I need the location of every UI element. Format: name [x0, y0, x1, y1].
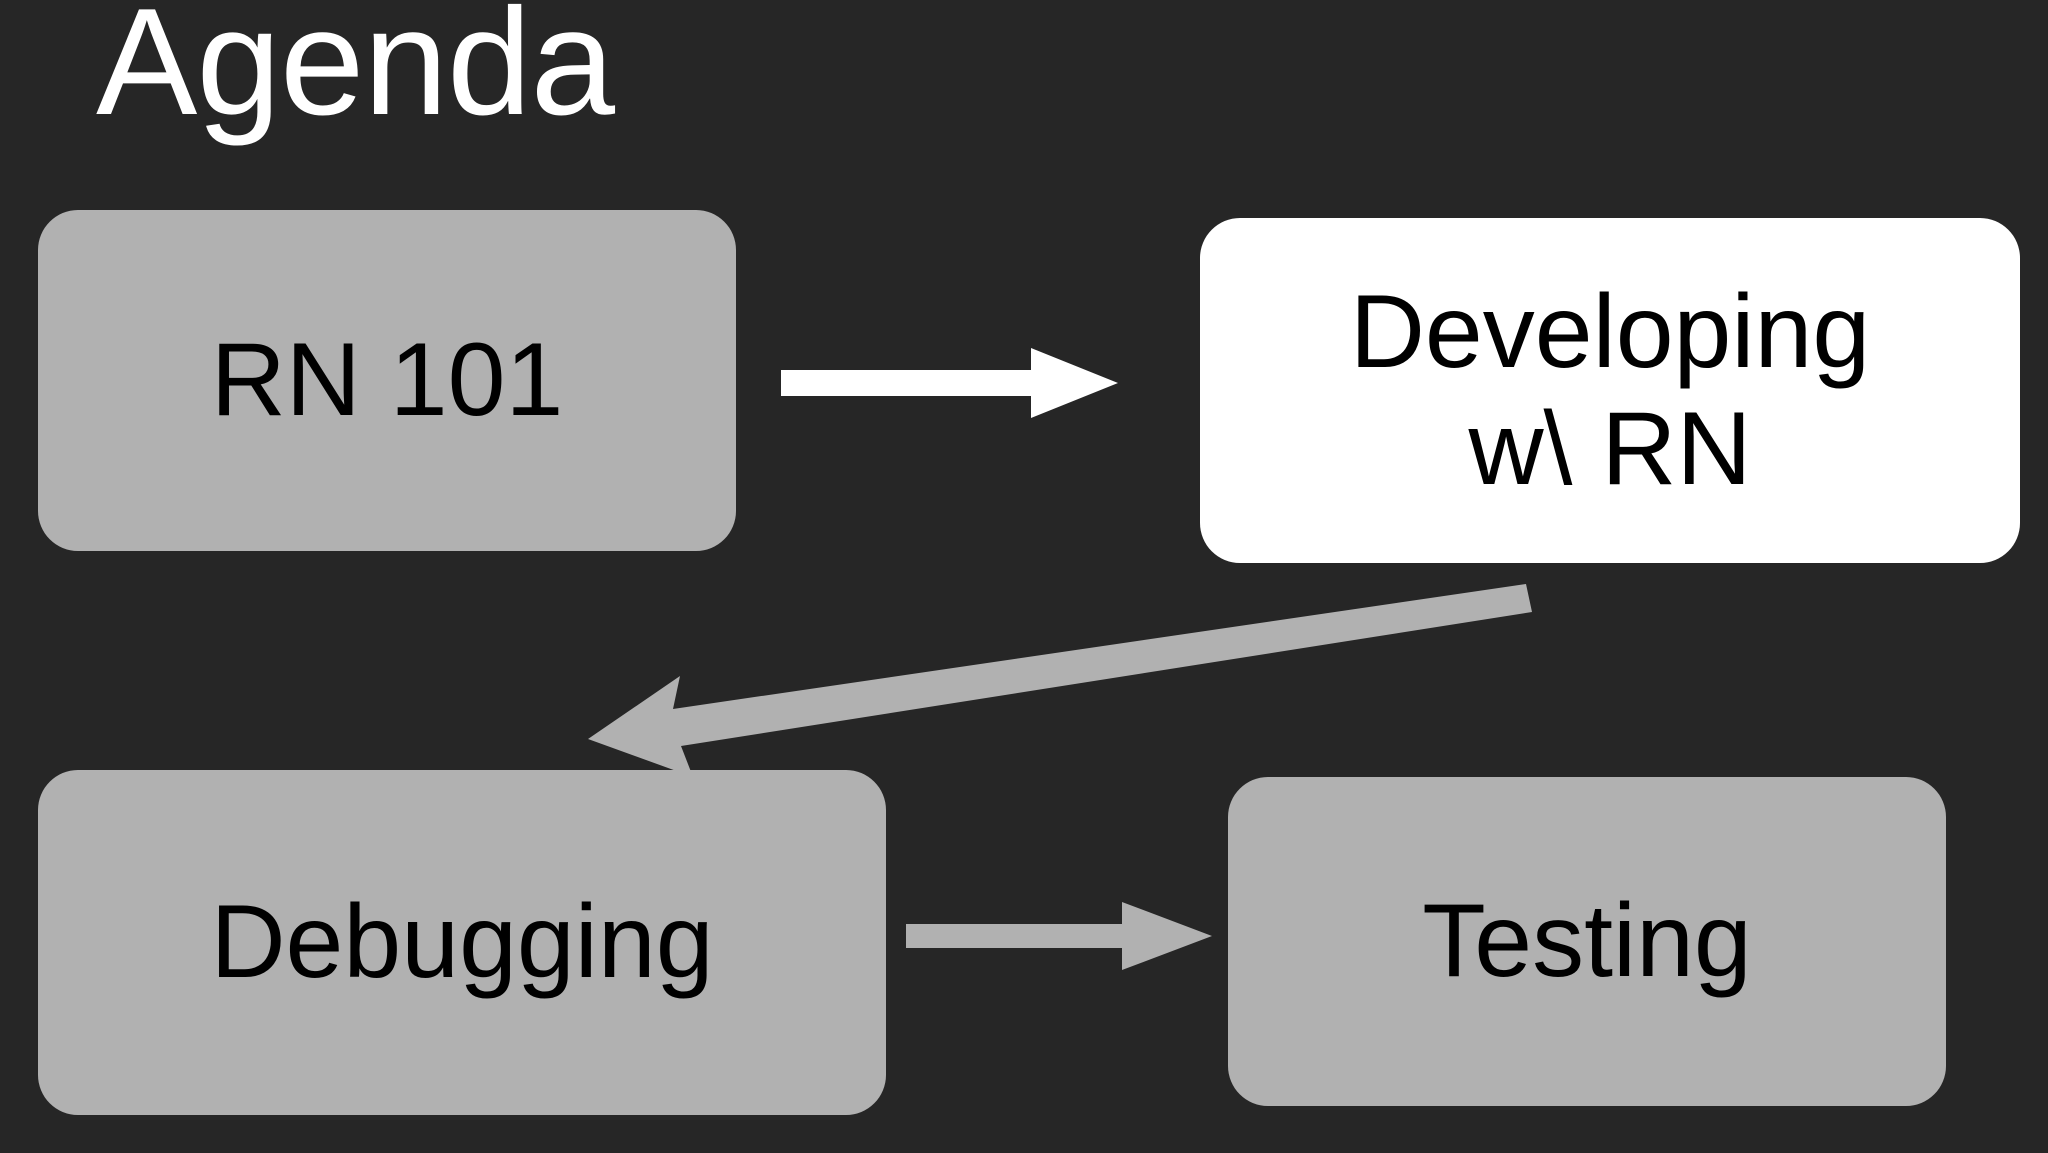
- node-debugging[interactable]: Debugging: [38, 770, 886, 1115]
- arrow-rn101-to-developing: [781, 348, 1118, 418]
- node-testing-label: Testing: [1422, 883, 1752, 1000]
- arrow-debugging-to-testing: [906, 902, 1212, 970]
- node-developing-line-1: Developing: [1349, 274, 1871, 391]
- node-developing-w-rn-label: Developing w\ RN: [1350, 274, 1870, 507]
- node-developing-line-2: w\ RN: [1468, 390, 1752, 507]
- node-rn-101[interactable]: RN 101: [38, 210, 736, 551]
- node-developing-w-rn[interactable]: Developing w\ RN: [1200, 218, 2020, 563]
- node-rn-101-label: RN 101: [210, 322, 564, 439]
- node-testing[interactable]: Testing: [1228, 777, 1946, 1106]
- arrow-developing-to-debugging: [588, 584, 1532, 777]
- node-debugging-label: Debugging: [210, 884, 714, 1001]
- page-title: Agenda: [96, 0, 615, 147]
